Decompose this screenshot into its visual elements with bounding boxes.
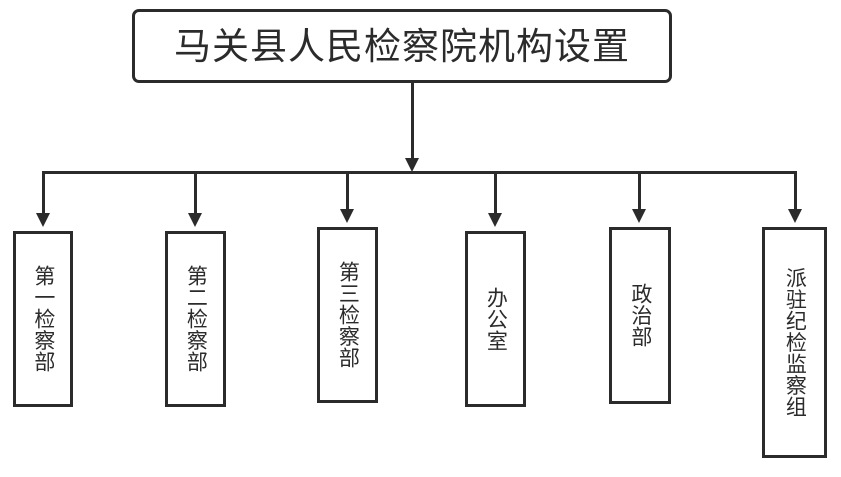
leaf-node-3[interactable]: 第三检察部	[317, 227, 378, 403]
branch-line-3	[346, 171, 349, 211]
branch-arrowhead-4	[488, 213, 502, 227]
bus-bar-line	[42, 171, 797, 174]
leaf-node-label-2: 第二检察部	[184, 265, 209, 373]
leaf-node-label-1: 第一检察部	[31, 265, 56, 373]
root-node-title[interactable]: 马关县人民检察院机构设置	[132, 9, 672, 83]
leaf-node-label-3: 第三检察部	[336, 261, 361, 369]
root-stem-line	[411, 83, 414, 160]
leaf-node-4[interactable]: 办公室	[465, 231, 526, 407]
leaf-node-5[interactable]: 政治部	[609, 227, 671, 404]
branch-line-4	[494, 171, 497, 215]
leaf-node-label-4: 办公室	[484, 286, 509, 352]
branch-arrowhead-2	[188, 213, 202, 227]
leaf-node-2[interactable]: 第二检察部	[165, 231, 226, 407]
branch-line-5	[638, 171, 641, 211]
branch-arrowhead-6	[788, 209, 802, 223]
leaf-node-label-5: 政治部	[628, 283, 653, 348]
branch-line-1	[42, 171, 45, 215]
branch-arrowhead-5	[632, 209, 646, 223]
root-node-label: 马关县人民检察院机构设置	[174, 24, 630, 68]
leaf-node-label-6: 派驻纪检监察组	[783, 267, 808, 418]
branch-line-2	[194, 171, 197, 215]
root-stem-arrowhead	[405, 158, 419, 172]
branch-arrowhead-1	[36, 213, 50, 227]
leaf-node-1[interactable]: 第一检察部	[13, 231, 73, 407]
branch-arrowhead-3	[340, 209, 354, 223]
leaf-node-6[interactable]: 派驻纪检监察组	[762, 227, 827, 458]
branch-line-6	[794, 171, 797, 211]
